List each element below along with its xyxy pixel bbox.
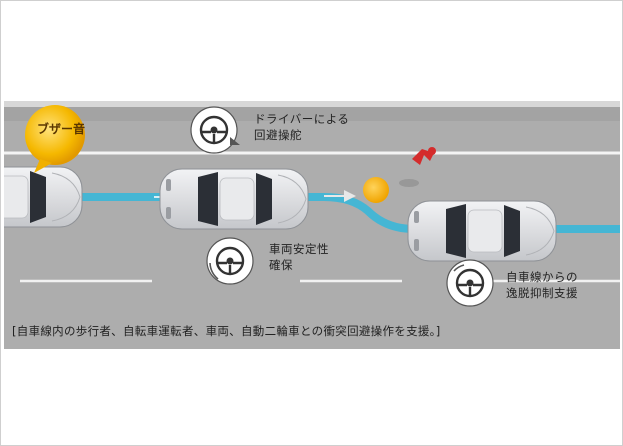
right-car xyxy=(407,200,557,262)
road-illustration xyxy=(4,105,620,308)
driver-steering-line2: 回避操舵 xyxy=(254,128,302,142)
caption: [自車線内の歩行者、自転車運転者、車両、自動二輪車との衝突回避操作を支援。] xyxy=(12,324,441,338)
obstacle-marker xyxy=(363,177,389,203)
buzzer-indicator xyxy=(25,105,85,165)
buzzer-label: ブザー音 xyxy=(36,122,85,136)
vehicle-stability-label: 車両安定性 確保 xyxy=(269,241,329,273)
steering-wheel-icon xyxy=(445,258,495,308)
lane-departure-line1: 自車線からの xyxy=(506,270,578,284)
road-scene: ブザー音 ドライバーによる 回避操舵 車両安定性 確保 自車線からの 逸脱抑制支… xyxy=(4,101,620,349)
road-shoulder xyxy=(4,107,620,121)
steering-wheel-icon xyxy=(205,236,255,286)
road-curb xyxy=(4,101,620,107)
driver-steering-label: ドライバーによる 回避操舵 xyxy=(254,111,349,143)
center-car xyxy=(159,168,309,230)
driver-steering-line1: ドライバーによる xyxy=(254,112,350,126)
vehicle-stability-line1: 車両安定性 xyxy=(269,242,329,256)
steering-wheel-icon xyxy=(189,105,239,155)
vehicle-stability-line2: 確保 xyxy=(269,258,293,272)
lane-departure-label: 自車線からの 逸脱抑制支援 xyxy=(506,269,578,301)
left-car xyxy=(4,166,83,228)
pedestrian-icon xyxy=(412,147,436,165)
lane-departure-line2: 逸脱抑制支援 xyxy=(506,286,578,300)
